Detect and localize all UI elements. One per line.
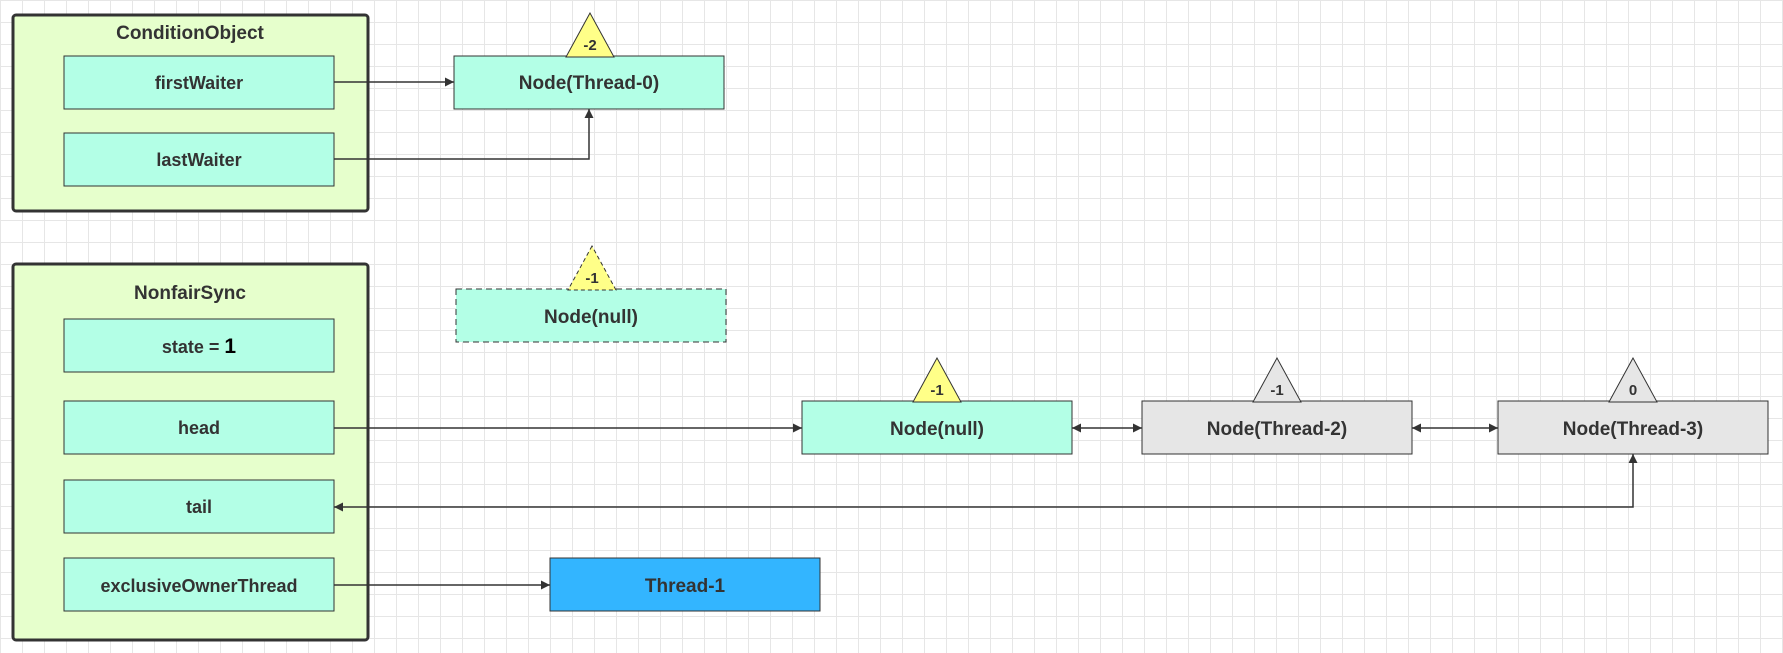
head-node-status-triangle: -1 (912, 356, 962, 403)
thread3-node-label: Node(Thread-3) (1563, 419, 1703, 440)
thread2-node-label: Node(Thread-2) (1207, 419, 1347, 440)
detached-node: Node(null) (455, 288, 727, 343)
exclusive-owner-thread-field: exclusiveOwnerThread (63, 557, 335, 612)
state-value: 1 (224, 335, 236, 358)
thread2-node-status: -1 (1270, 382, 1283, 399)
thread3-node: Node(Thread-3) (1497, 400, 1769, 455)
head-node-label: Node(null) (890, 419, 984, 440)
detached-node-label: Node(null) (544, 307, 638, 328)
condition-object-title: ConditionObject (116, 23, 264, 44)
thread3-node-status: 0 (1629, 382, 1637, 399)
detached-node-status-triangle: -1 (567, 244, 617, 291)
thread2-node-status-triangle: -1 (1252, 356, 1302, 403)
first-waiter-label: firstWaiter (155, 73, 243, 93)
state-label: state = (162, 337, 225, 357)
thread3-node-status-triangle: 0 (1608, 356, 1658, 403)
tail-pointer-arrow (334, 454, 1638, 512)
cond-node-status: -2 (583, 37, 596, 54)
cond-node: Node(Thread-0) (453, 55, 725, 110)
head-label: head (178, 418, 220, 438)
svg-text:state = 1: state = 1 (162, 335, 237, 358)
cond-node-status-triangle: -2 (565, 11, 615, 58)
tail-field: tail (63, 479, 335, 534)
head-field: head (63, 400, 335, 455)
last-waiter-field: lastWaiter (63, 132, 335, 187)
last-waiter-label: lastWaiter (156, 150, 241, 170)
last-waiter-arrow (334, 109, 594, 160)
head-node: Node(null) (801, 400, 1073, 455)
owner-thread-box: Thread-1 (549, 557, 821, 612)
thread2-node: Node(Thread-2) (1141, 400, 1413, 455)
detached-node-status: -1 (585, 270, 598, 287)
first-waiter-field: firstWaiter (63, 55, 335, 110)
exclusive-owner-thread-label: exclusiveOwnerThread (100, 576, 297, 596)
state-field: state = 1 (63, 318, 335, 373)
head-node-status: -1 (930, 382, 943, 399)
nonfair-sync-title: NonfairSync (134, 283, 246, 304)
cond-node-label: Node(Thread-0) (519, 73, 659, 94)
owner-thread-label: Thread-1 (645, 576, 726, 597)
tail-label: tail (186, 497, 212, 517)
